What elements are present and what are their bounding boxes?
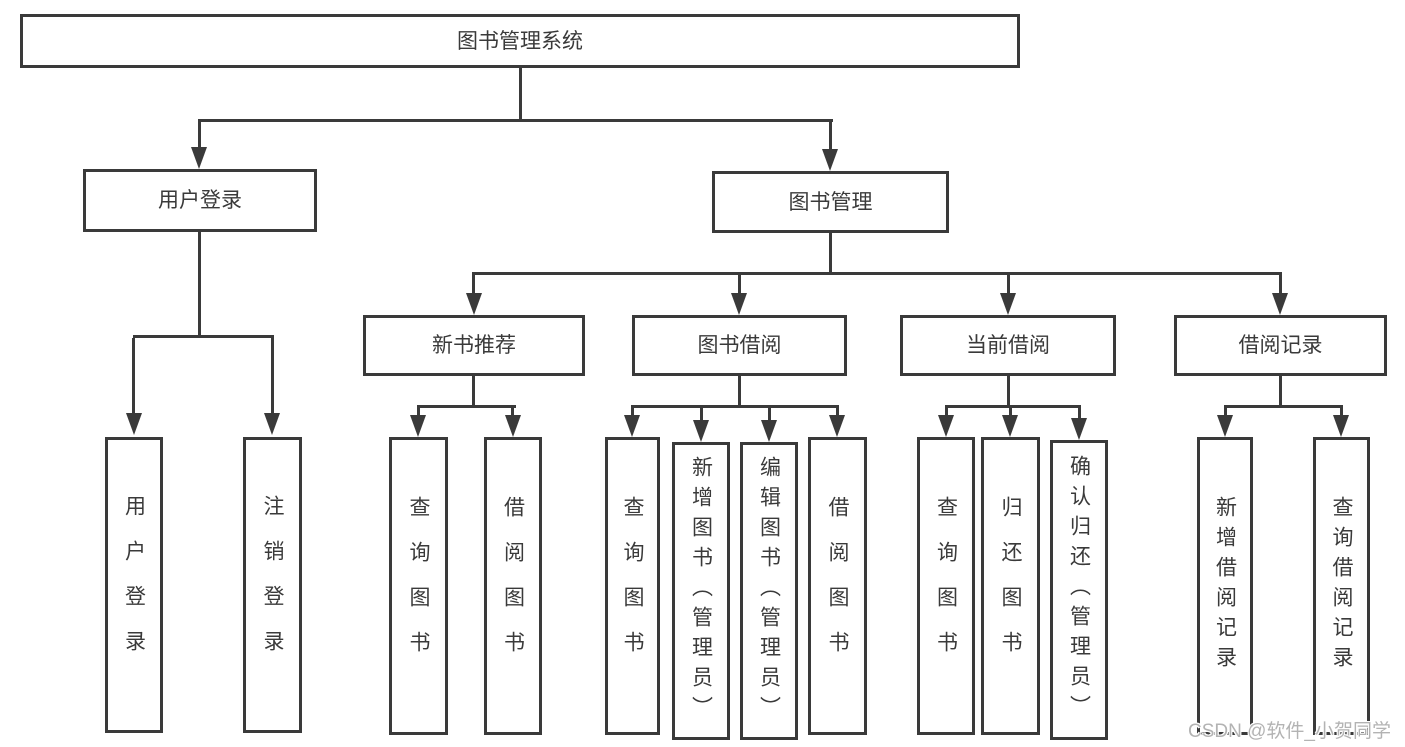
connector-to-leaf-query-books-b1 — [417, 408, 420, 416]
leaf-logout: 注销登录 — [243, 437, 302, 733]
node-current-borrow-label: 当前借阅 — [966, 334, 1050, 357]
arrow-down-leaf-edit-books-c3 — [761, 420, 777, 442]
connector-to-leaf-confirm-return-d3 — [1078, 408, 1081, 419]
arrow-down-leaf-query-books-b1 — [410, 415, 426, 437]
connector-to-book-borrow — [738, 275, 741, 293]
arrow-down-new-book-recommend — [466, 293, 482, 315]
leaf-query-books-current-label: 查询图书 — [934, 496, 958, 676]
leaf-return-books: 归还图书 — [981, 437, 1040, 735]
connector-current-borrow-distributor — [945, 405, 1081, 408]
connector-borrow-records-stem — [1279, 376, 1282, 407]
node-borrow-records-label: 借阅记录 — [1238, 334, 1323, 357]
leaf-confirm-return-admin-label: 确认归还（管理员） — [1067, 455, 1091, 725]
node-user-login: 用户登录 — [83, 169, 317, 232]
node-book-borrow-label: 图书借阅 — [697, 334, 782, 357]
connector-root-to-book-mgmt — [829, 122, 832, 150]
leaf-borrow-books-recommend-label: 借阅图书 — [501, 496, 525, 676]
connector-book-mgmt-stem — [829, 233, 832, 274]
arrow-down-leaf-logout — [264, 413, 280, 435]
leaf-edit-books-admin-label: 编辑图书（管理员） — [757, 456, 781, 726]
arrow-down-leaf-add-books-c2 — [693, 420, 709, 442]
leaf-borrow-books-recommend: 借阅图书 — [484, 437, 542, 735]
leaf-query-books-borrow: 查询图书 — [605, 437, 660, 735]
connector-to-leaf-borrow-books-b2 — [511, 408, 514, 416]
connector-root-to-user-login — [198, 122, 201, 148]
connector-to-leaf-user-login — [132, 338, 135, 413]
node-root-library-system: 图书管理系统 — [20, 14, 1020, 68]
node-user-login-label: 用户登录 — [158, 189, 242, 212]
leaf-confirm-return-admin: 确认归还（管理员） — [1050, 440, 1108, 740]
connector-to-leaf-query-books-c1 — [631, 408, 634, 416]
node-new-book-recommend-label: 新书推荐 — [432, 334, 516, 357]
connector-to-leaf-add-record-e1 — [1224, 408, 1227, 416]
arrow-down-leaf-return-books-d2 — [1002, 415, 1018, 437]
connector-book-borrow-stem — [738, 376, 741, 407]
connector-book-mgmt-distributor — [472, 272, 1282, 275]
leaf-return-books-label: 归还图书 — [999, 496, 1022, 676]
arrow-down-leaf-confirm-return-d3 — [1071, 418, 1087, 440]
connector-user-login-stem — [198, 232, 201, 338]
arrow-down-leaf-add-record-e1 — [1217, 415, 1233, 437]
arrow-down-borrow-records — [1272, 293, 1288, 315]
connector-root-stem — [519, 68, 522, 121]
arrow-down-leaf-query-books-c1 — [624, 415, 640, 437]
leaf-logout-label: 注销登录 — [261, 495, 284, 675]
connector-current-borrow-stem — [1007, 376, 1010, 407]
arrow-down-leaf-query-record-e2 — [1333, 415, 1349, 437]
connector-root-distributor — [198, 119, 833, 122]
connector-to-leaf-query-books-d1 — [945, 408, 948, 416]
connector-user-login-distributor — [133, 335, 274, 338]
node-root-label: 图书管理系统 — [457, 29, 583, 53]
connector-to-current-borrow — [1007, 275, 1010, 293]
leaf-query-books-recommend-label: 查询图书 — [407, 496, 430, 676]
node-borrow-records: 借阅记录 — [1174, 315, 1387, 376]
leaf-user-login-label: 用户登录 — [122, 495, 146, 675]
node-new-book-recommend: 新书推荐 — [363, 315, 585, 376]
connector-to-leaf-query-record-e2 — [1340, 408, 1343, 416]
arrow-down-leaf-user-login — [126, 413, 142, 435]
connector-to-leaf-logout — [271, 338, 274, 413]
leaf-query-borrow-record-label: 查询借阅记录 — [1330, 496, 1353, 676]
connector-to-leaf-return-books-d2 — [1009, 408, 1012, 416]
arrow-down-leaf-borrow-books-b2 — [505, 415, 521, 437]
connector-book-borrow-distributor — [631, 405, 839, 408]
arrow-down-leaf-query-books-d1 — [938, 415, 954, 437]
leaf-add-books-admin-label: 新增图书（管理员） — [689, 456, 713, 726]
arrow-down-book-mgmt — [822, 149, 838, 171]
csdn-watermark: CSDN @软件_小贺同学 — [1188, 721, 1391, 742]
node-book-management: 图书管理 — [712, 171, 949, 233]
arrow-down-book-borrow — [731, 293, 747, 315]
connector-to-leaf-edit-books-c3 — [768, 408, 771, 421]
leaf-user-login: 用户登录 — [105, 437, 163, 733]
connector-to-new-book-recommend — [472, 275, 475, 293]
node-current-borrow: 当前借阅 — [900, 315, 1116, 376]
connector-borrow-records-distributor — [1224, 405, 1343, 408]
leaf-edit-books-admin: 编辑图书（管理员） — [740, 442, 798, 740]
leaf-query-borrow-record: 查询借阅记录 — [1313, 437, 1370, 735]
leaf-query-books-recommend: 查询图书 — [389, 437, 448, 735]
leaf-borrow-books-label: 借阅图书 — [826, 496, 849, 676]
leaf-add-borrow-record: 新增借阅记录 — [1197, 437, 1253, 735]
leaf-borrow-books: 借阅图书 — [808, 437, 867, 735]
arrow-down-user-login — [191, 147, 207, 169]
leaf-query-books-borrow-label: 查询图书 — [621, 496, 644, 676]
leaf-query-books-current: 查询图书 — [917, 437, 975, 735]
node-book-borrow: 图书借阅 — [632, 315, 847, 376]
arrow-down-current-borrow — [1000, 293, 1016, 315]
connector-new-rec-stem — [472, 376, 475, 407]
leaf-add-borrow-record-label: 新增借阅记录 — [1213, 496, 1237, 676]
connector-to-leaf-add-books-c2 — [700, 408, 703, 421]
connector-new-rec-distributor — [417, 405, 516, 408]
connector-to-leaf-borrow-books-c4 — [836, 408, 839, 416]
leaf-add-books-admin: 新增图书（管理员） — [672, 442, 730, 740]
node-book-management-label: 图书管理 — [788, 190, 873, 214]
arrow-down-leaf-borrow-books-c4 — [829, 415, 845, 437]
connector-to-borrow-records — [1279, 275, 1282, 293]
